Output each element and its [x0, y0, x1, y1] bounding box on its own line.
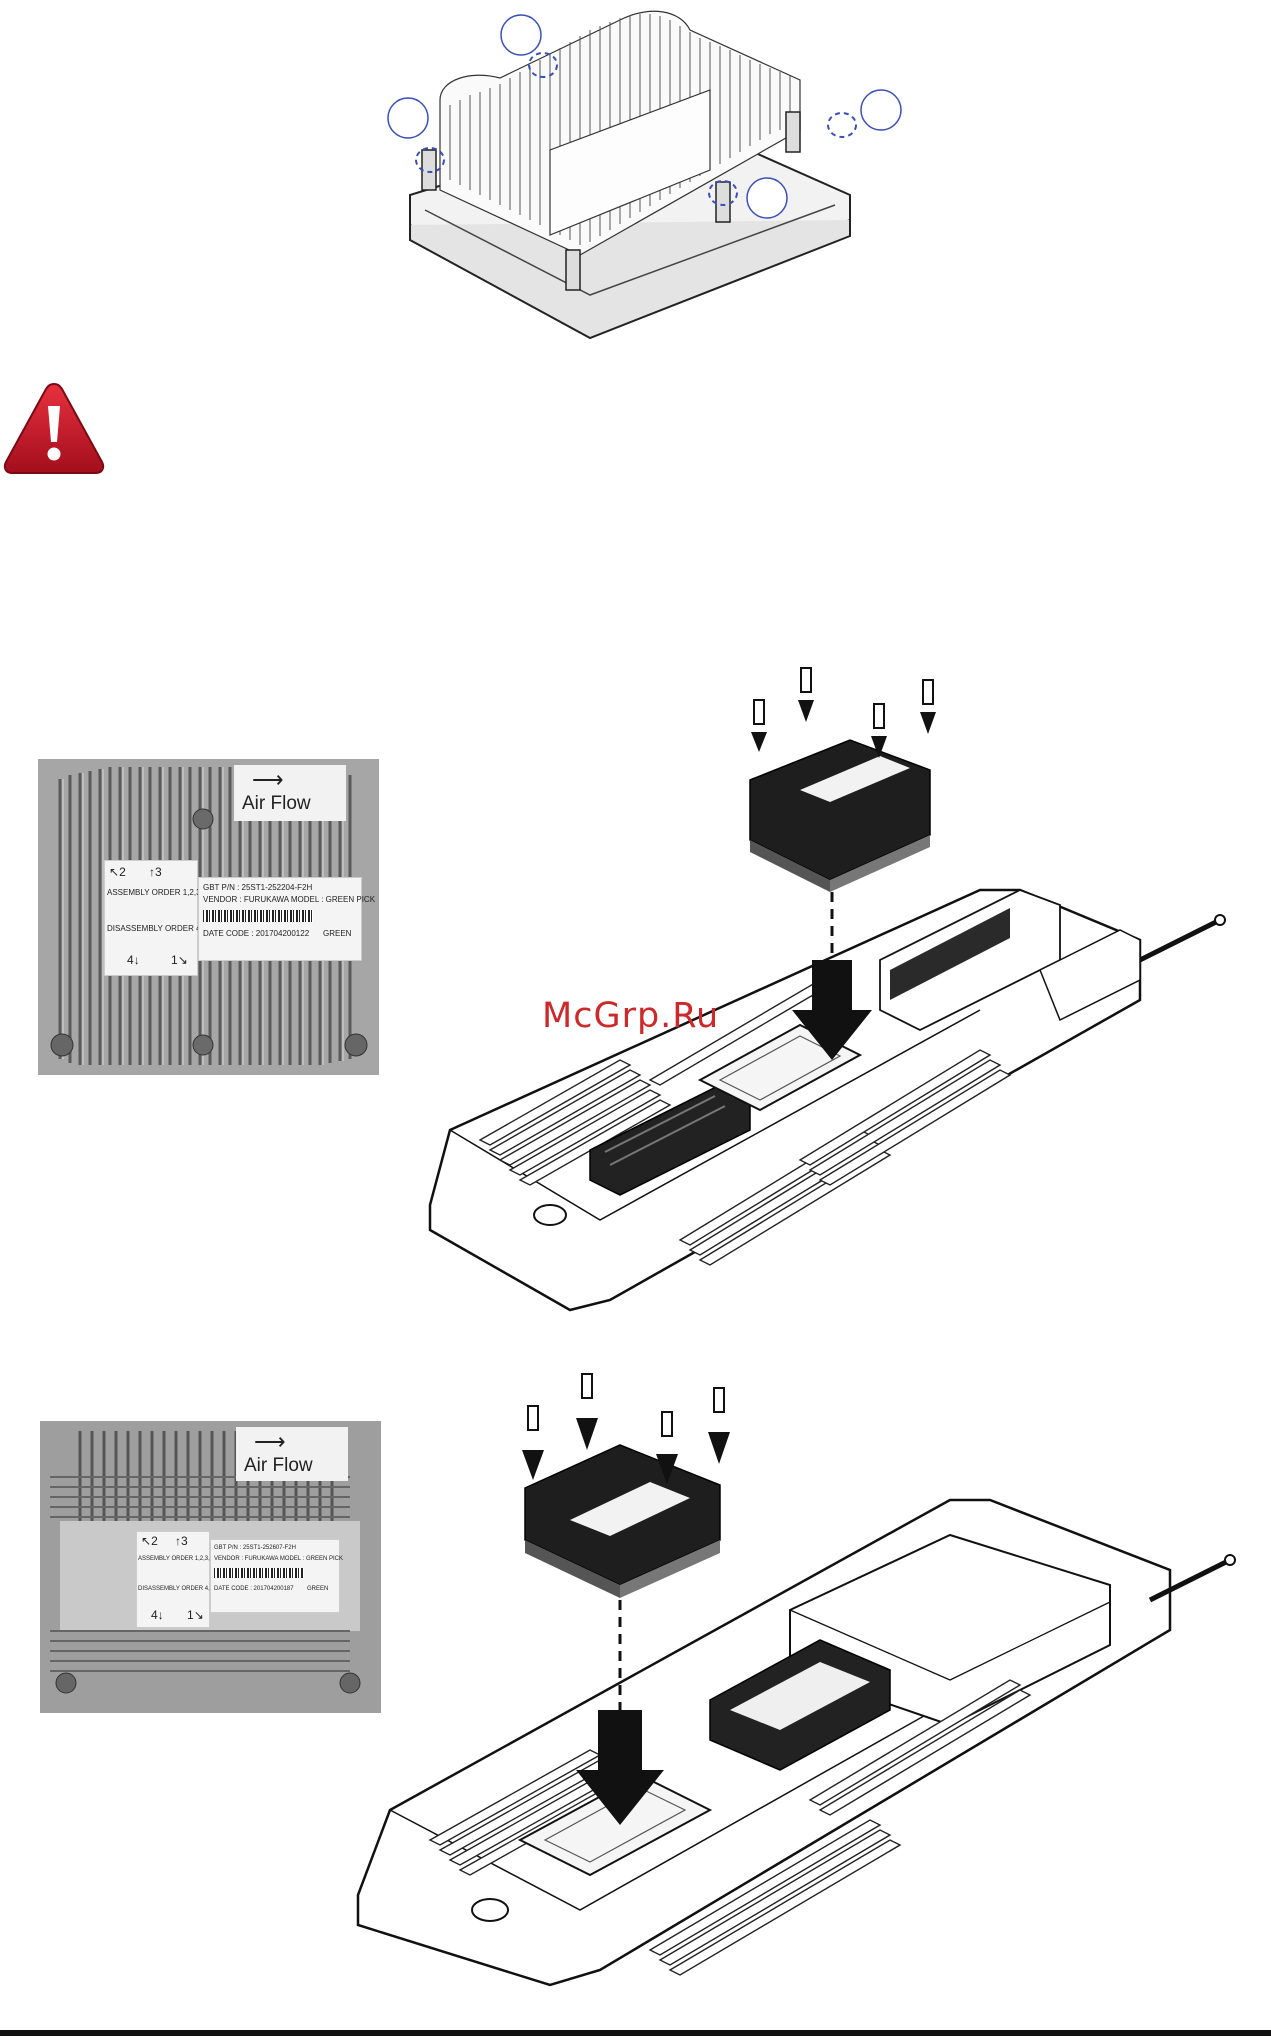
warning-triangle-icon — [2, 380, 106, 475]
node-tray-diagram-2 — [350, 1370, 1250, 2020]
callout-circle-1 — [500, 14, 542, 56]
watermark: McGrp.Ru — [542, 996, 720, 1036]
callout-circle-2 — [387, 97, 429, 139]
corner-arrow-icon: ↘ — [177, 953, 188, 967]
order-label: ↖2 ↑3 ASSEMBLY ORDER 1,2,3,4 DISASSEMBLY… — [136, 1531, 223, 1628]
assembly-order-text: ASSEMBLY ORDER 1,2,3,4 — [138, 1556, 214, 1562]
down-arrow-icon: ↓ — [157, 1608, 164, 1622]
down-arrow-icon: ↓ — [133, 953, 140, 967]
corner-arrow-icon: ↖ — [109, 865, 120, 879]
order-label: ↖2 ↑3 ASSEMBLY ORDER 1,2,3,4 DISASSEMBLY… — [104, 860, 221, 976]
up-arrow-icon: ↑ — [149, 865, 155, 879]
footer-rule — [0, 2030, 1271, 2036]
up-arrow-icon: ↑ — [175, 1534, 181, 1548]
vendor-text: VENDOR : FURUKAWA MODEL : GREEN PICK — [214, 1556, 344, 1562]
color-text: GREEN — [323, 929, 352, 938]
callout-circle-3 — [860, 89, 902, 131]
corner-arrow-icon: ↘ — [193, 1608, 204, 1622]
date-code-text: DATE CODE : 201704200187 — [214, 1586, 294, 1592]
info-label: GBT P/N : 25ST1-252204-F2H VENDOR : FURU… — [198, 877, 375, 961]
corner-arrow-icon: ↖ — [141, 1534, 152, 1548]
heatsink-figure-top — [380, 0, 910, 355]
part-number-text: GBT P/N : 25ST1-252607-F2H — [214, 1545, 296, 1551]
airflow-arrow-icon: ⟶ — [254, 1429, 286, 1454]
callout-circle-4 — [746, 177, 788, 219]
barcode — [214, 1568, 304, 1578]
airflow-label: ⟶ Air Flow — [236, 1427, 348, 1481]
assembly-order-text: ASSEMBLY ORDER 1,2,3,4 — [107, 888, 208, 897]
info-label: GBT P/N : 25ST1-252607-F2H VENDOR : FURU… — [210, 1539, 344, 1613]
heatsink-photo-1: ⟶ Air Flow ↖2 ↑3 ASSEMBLY ORDER 1,2,3,4 … — [38, 759, 379, 1075]
part-number-text: GBT P/N : 25ST1-252204-F2H — [203, 883, 313, 892]
vendor-text: VENDOR : FURUKAWA MODEL : GREEN PICK — [203, 895, 376, 904]
heatsink-photo-2: ⟶ Air Flow ↖2 ↑3 ASSEMBLY ORDER 1,2,3,4 … — [40, 1421, 381, 1713]
color-text: GREEN — [307, 1586, 329, 1592]
airflow-label: ⟶ Air Flow — [234, 765, 346, 821]
airflow-arrow-icon: ⟶ — [252, 767, 284, 792]
airflow-text: Air Flow — [242, 793, 311, 814]
date-code-text: DATE CODE : 201704200122 — [203, 929, 310, 938]
disassembly-order-text: DISASSEMBLY ORDER 4,3,2,1 — [107, 924, 221, 933]
airflow-text: Air Flow — [244, 1455, 313, 1476]
disassembly-order-text: DISASSEMBLY ORDER 4,3,2,1 — [138, 1586, 224, 1592]
node-tray-diagram-1 — [420, 660, 1230, 1320]
barcode — [203, 910, 313, 922]
